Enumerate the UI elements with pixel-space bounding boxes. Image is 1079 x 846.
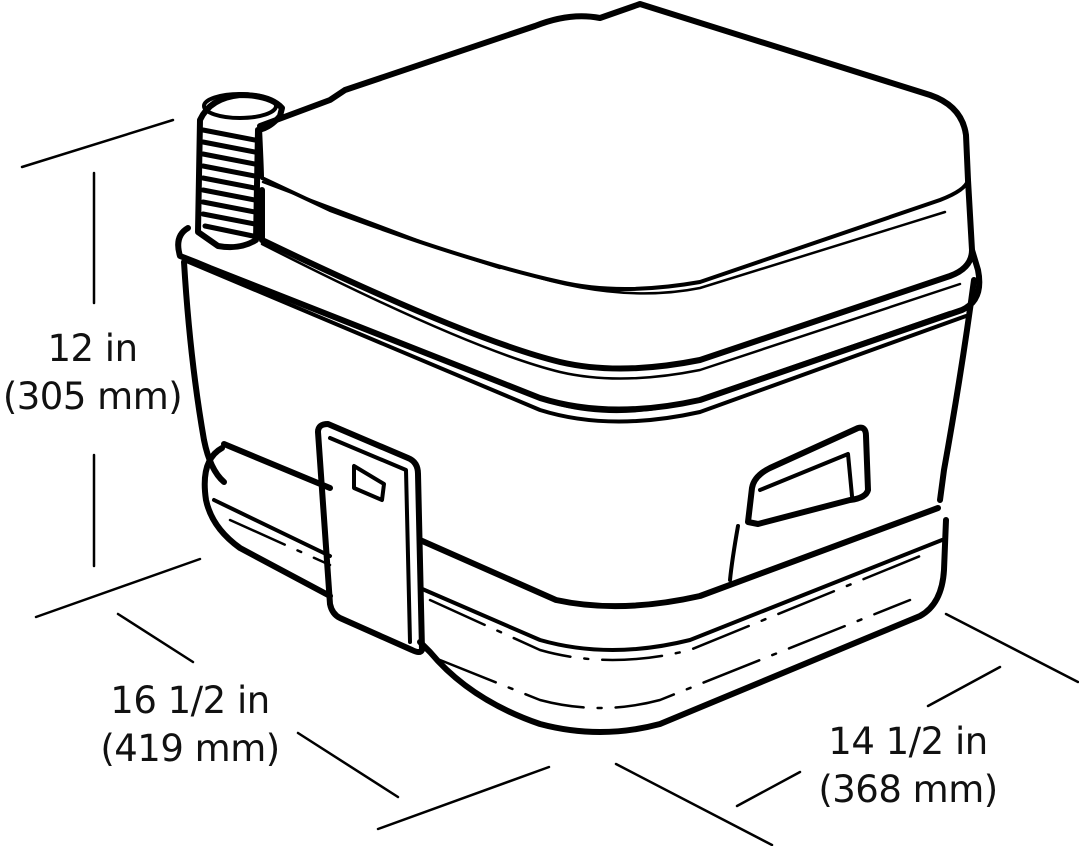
- width-dimension-label: 14 1/2 in (368 mm): [808, 718, 1008, 814]
- depth-dimension-label: 16 1/2 in (419 mm): [100, 677, 280, 773]
- height-metric: (305 mm): [2, 375, 183, 418]
- base: [201, 445, 949, 735]
- width-imperial: 14 1/2 in: [828, 720, 988, 763]
- width-metric: (368 mm): [818, 768, 998, 811]
- depth-imperial: 16 1/2 in: [110, 679, 270, 722]
- slide-latch: [315, 421, 425, 655]
- depth-metric: (419 mm): [100, 727, 280, 770]
- lid: [257, 1, 975, 380]
- height-dimension-label: 12 in (305 mm): [0, 325, 185, 421]
- height-imperial: 12 in: [47, 327, 138, 370]
- side-handle: [728, 424, 871, 582]
- dimension-lines: [20, 118, 1079, 846]
- fill-cap: [195, 92, 285, 251]
- lower-body: [181, 259, 977, 610]
